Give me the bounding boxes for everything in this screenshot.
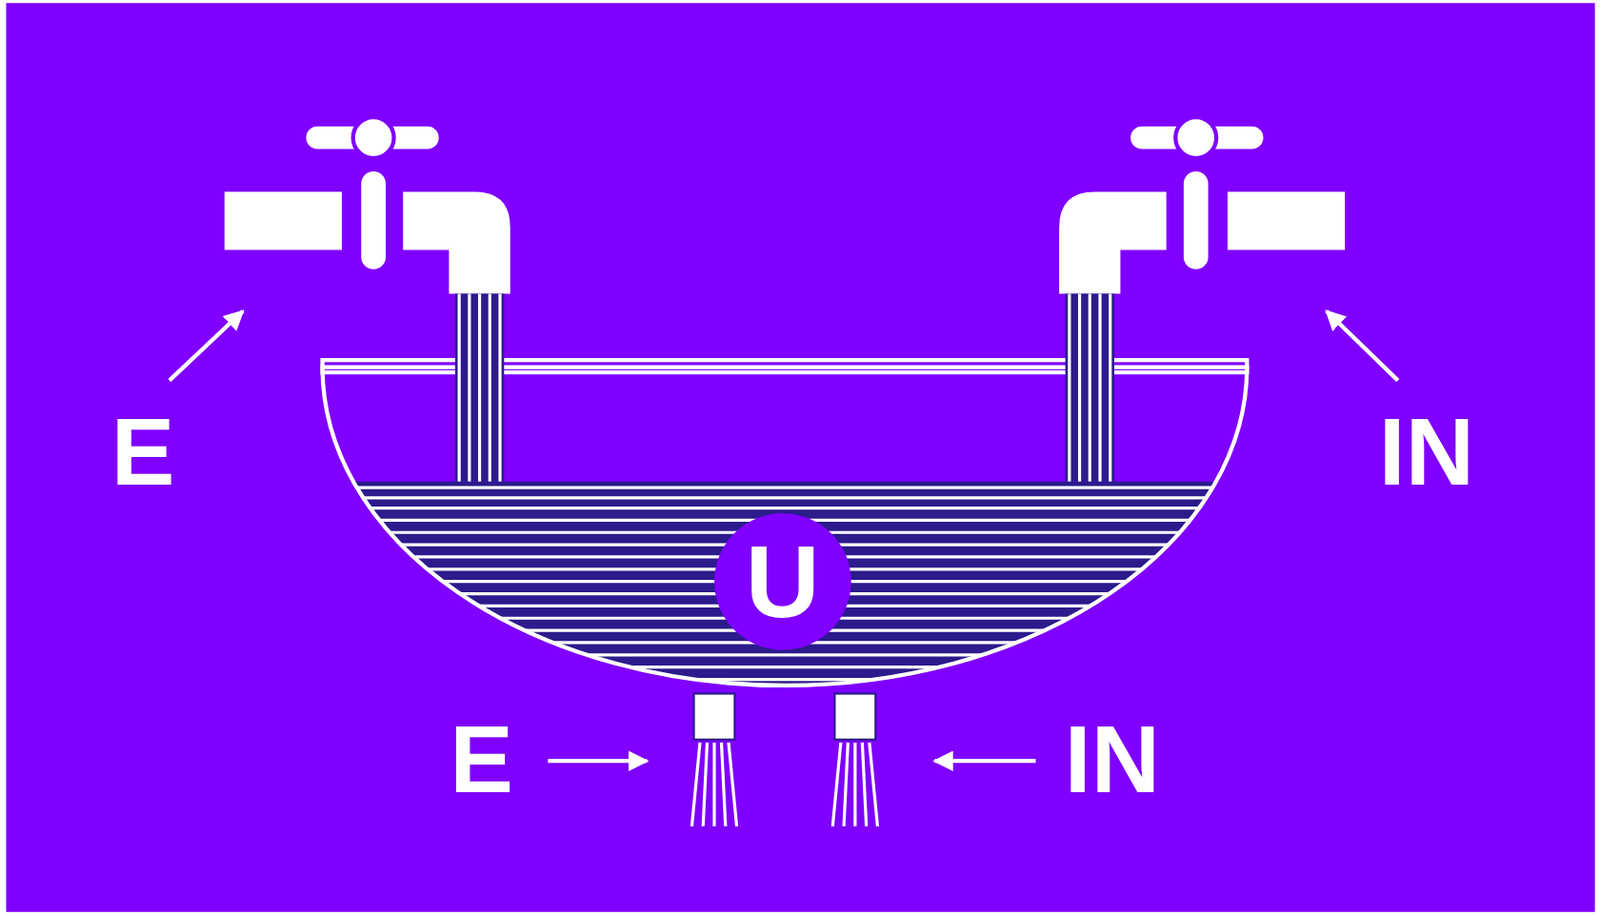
background <box>5 2 1595 913</box>
water <box>305 481 1265 707</box>
quantity-label: E <box>111 403 176 500</box>
drain-symbol <box>691 694 878 827</box>
circle-outline <box>714 513 852 651</box>
energy-circle: U <box>713 512 853 652</box>
quantity-label: IN <box>1064 711 1160 807</box>
quantity-label: E <box>449 711 514 807</box>
node-text: U <box>745 530 820 634</box>
quantity-label: IN <box>1379 403 1475 500</box>
leader-arrow <box>169 311 1399 761</box>
